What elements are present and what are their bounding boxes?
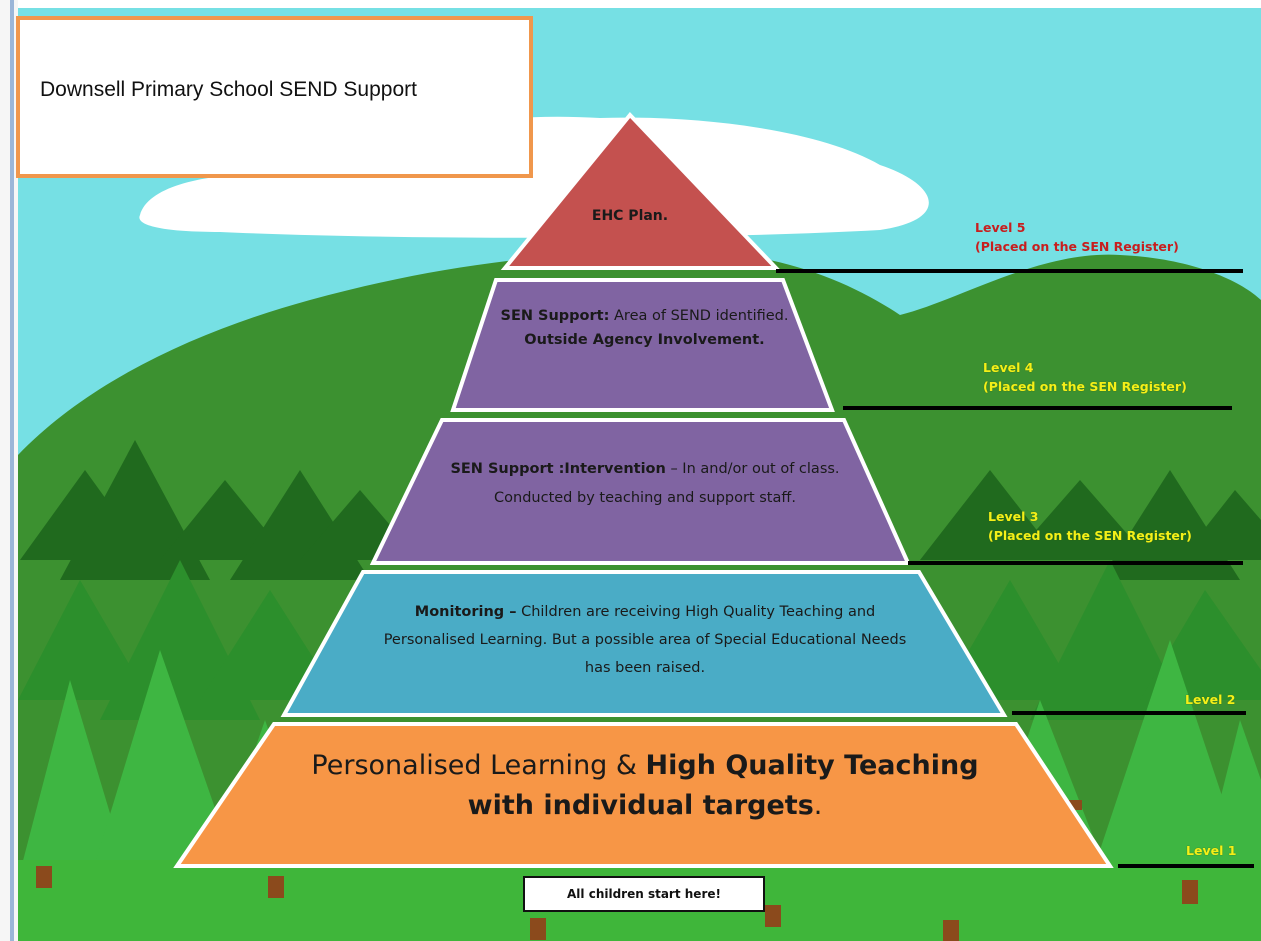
- start-here-box: All children start here!: [523, 876, 765, 912]
- level-3-label: Level 3 (Placed on the SEN Register): [988, 507, 1192, 545]
- base-bold: High Quality Teaching with individual ta…: [467, 750, 979, 821]
- level-3-name: Level 3: [988, 509, 1039, 524]
- sen-support-text: Area of SEND identified.: [609, 308, 789, 324]
- level-4-name: Level 4: [983, 360, 1034, 375]
- page-title: Downsell Primary School SEND Support: [40, 78, 417, 101]
- intervention-text: – In and/or out of class. Conducted by t…: [494, 461, 840, 506]
- tier-base-label: Personalised Learning & High Quality Tea…: [300, 746, 990, 826]
- tier-sen-support-label: SEN Support: Area of SEND identified. Ou…: [482, 304, 807, 352]
- tier-base: [173, 722, 1114, 868]
- level-5-label: Level 5 (Placed on the SEN Register): [975, 218, 1179, 256]
- start-here-label: All children start here!: [567, 887, 721, 901]
- cloud: [139, 116, 929, 238]
- monitoring-text: Children are receiving High Quality Teac…: [383, 604, 907, 676]
- monitoring-bold: Monitoring –: [414, 604, 517, 620]
- level-3-note: (Placed on the SEN Register): [988, 528, 1192, 543]
- level-lines: [776, 269, 1254, 868]
- base-end: .: [813, 790, 823, 821]
- level-4-label: Level 4 (Placed on the SEN Register): [983, 358, 1187, 396]
- level-1-label: Level 1: [1186, 841, 1236, 860]
- tier-sen-support: [450, 278, 835, 412]
- level-5-note: (Placed on the SEN Register): [975, 239, 1179, 254]
- sen-support-bold: SEN Support:: [500, 308, 610, 324]
- level-4-note: (Placed on the SEN Register): [983, 379, 1187, 394]
- tier-monitoring: [280, 570, 1008, 717]
- level-1-name: Level 1: [1186, 843, 1237, 858]
- level-2-name: Level 2: [1185, 692, 1236, 707]
- sen-support-bold2: Outside Agency Involvement.: [524, 332, 765, 348]
- title-box: Downsell Primary School SEND Support: [16, 16, 533, 178]
- tier-monitoring-label: Monitoring – Children are receiving High…: [370, 598, 920, 682]
- level-2-label: Level 2: [1185, 690, 1235, 709]
- tier-ehc: [500, 111, 781, 270]
- intervention-bold: SEN Support :Intervention: [450, 461, 666, 477]
- tree-trunks: [36, 800, 1198, 941]
- window-edge-line: [10, 0, 14, 941]
- ehc-text: EHC Plan.: [591, 208, 669, 224]
- base-text: Personalised Learning &: [311, 750, 646, 781]
- tier-ehc-label: EHC Plan.: [560, 208, 700, 224]
- level-5-name: Level 5: [975, 220, 1026, 235]
- tier-intervention-label: SEN Support :Intervention – In and/or ou…: [430, 455, 860, 513]
